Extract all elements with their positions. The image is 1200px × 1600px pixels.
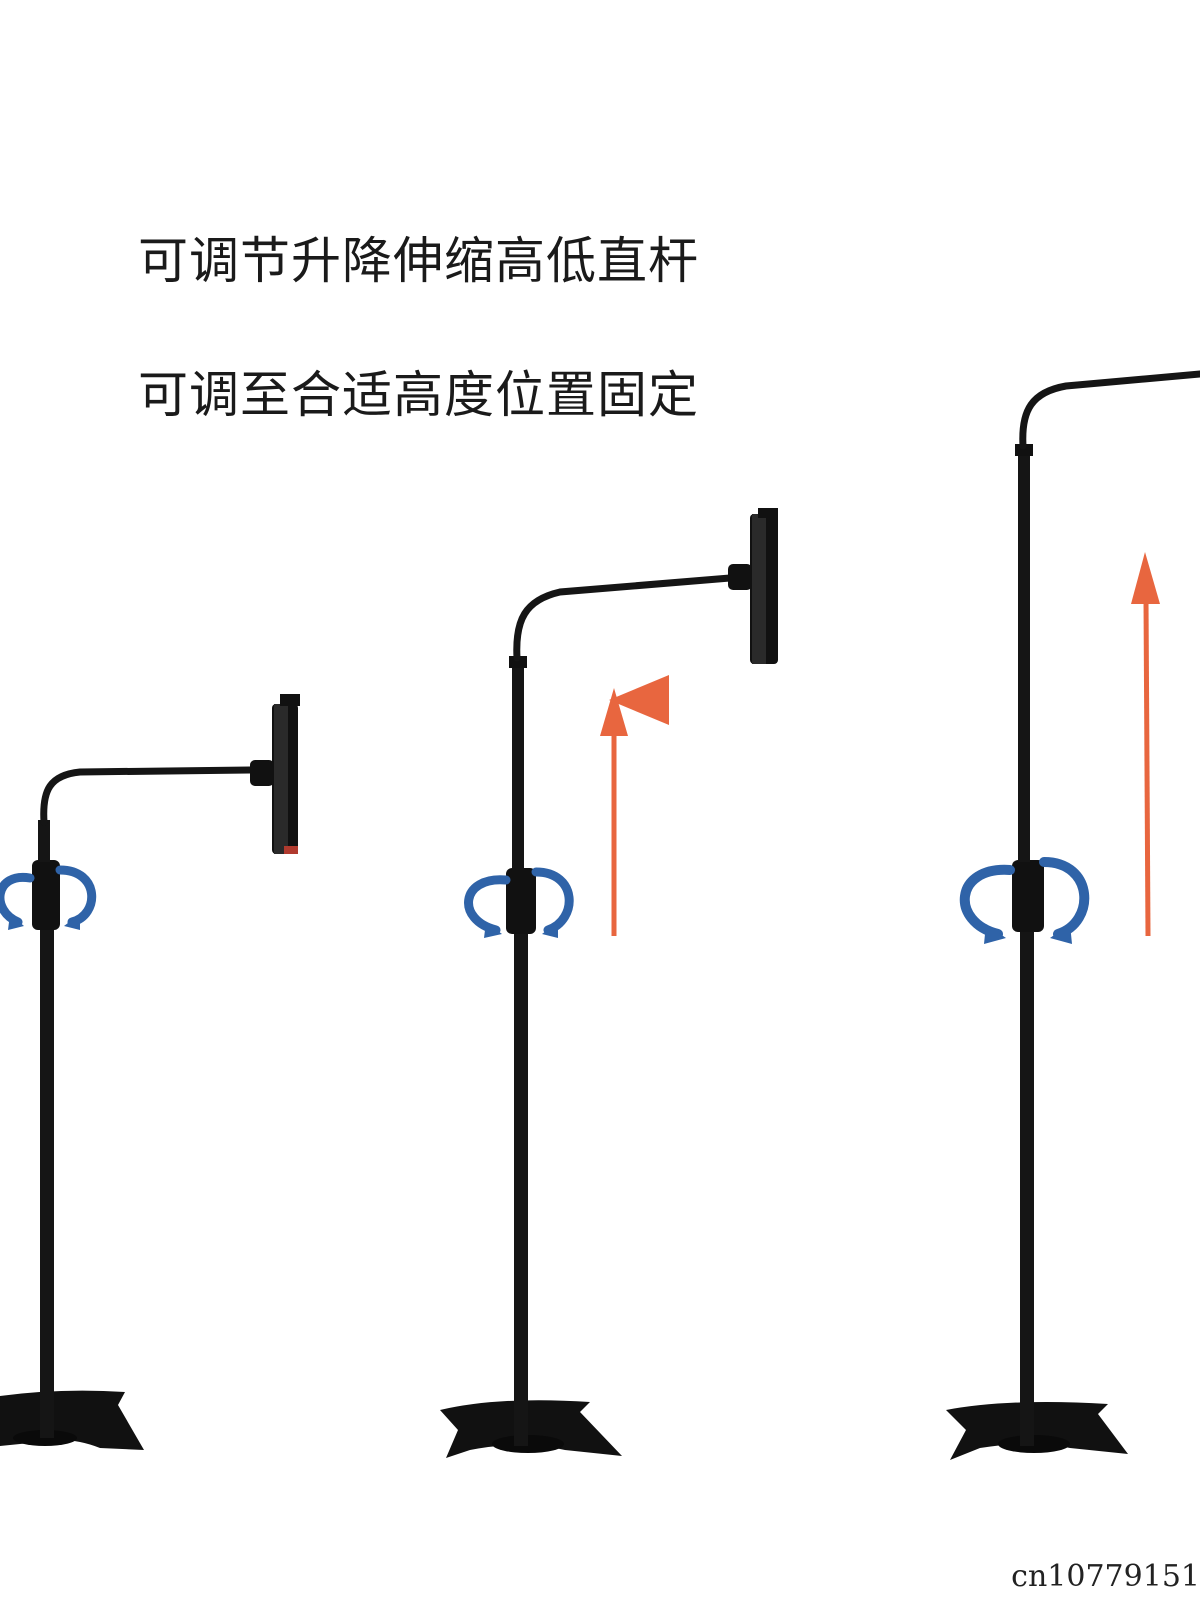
stand-short-gooseneck bbox=[40, 766, 254, 826]
stand-tall-base bbox=[946, 1402, 1128, 1460]
watermark-text: cn10779151 bbox=[1011, 1559, 1200, 1594]
stand-tall-gooseneck bbox=[1019, 370, 1200, 450]
stand-medium-gooseneck bbox=[513, 574, 734, 662]
stand-short-rotate-right-icon bbox=[55, 865, 97, 927]
stand-medium-rotate-right-icon bbox=[531, 867, 574, 935]
stand-tall-knob bbox=[1012, 860, 1044, 932]
stand-short-knob bbox=[32, 860, 60, 930]
stand-tall-rotate-right-icon bbox=[1039, 857, 1090, 939]
stand-medium-pole bbox=[514, 920, 528, 1446]
caption-fixed-height: 可调至合适高度位置固定 bbox=[138, 366, 699, 424]
stand-medium-base bbox=[440, 1400, 622, 1458]
stand-short-pole bbox=[40, 900, 54, 1438]
stand-tall-rotate-left-icon bbox=[959, 864, 1015, 939]
caption-adjustable-pole: 可调节升降伸缩高低直杆 bbox=[138, 232, 699, 290]
stand-tall bbox=[946, 370, 1200, 1460]
stand-short-rotate-left-icon bbox=[0, 872, 35, 927]
stand-short bbox=[0, 694, 300, 1450]
stand-tall-raise-arrow bbox=[1143, 599, 1151, 937]
stand-tall-pole bbox=[1020, 920, 1034, 1446]
stand-medium-rotate-left-icon bbox=[464, 875, 511, 935]
stand-medium bbox=[440, 508, 778, 1458]
stand-medium-knob bbox=[506, 868, 536, 934]
